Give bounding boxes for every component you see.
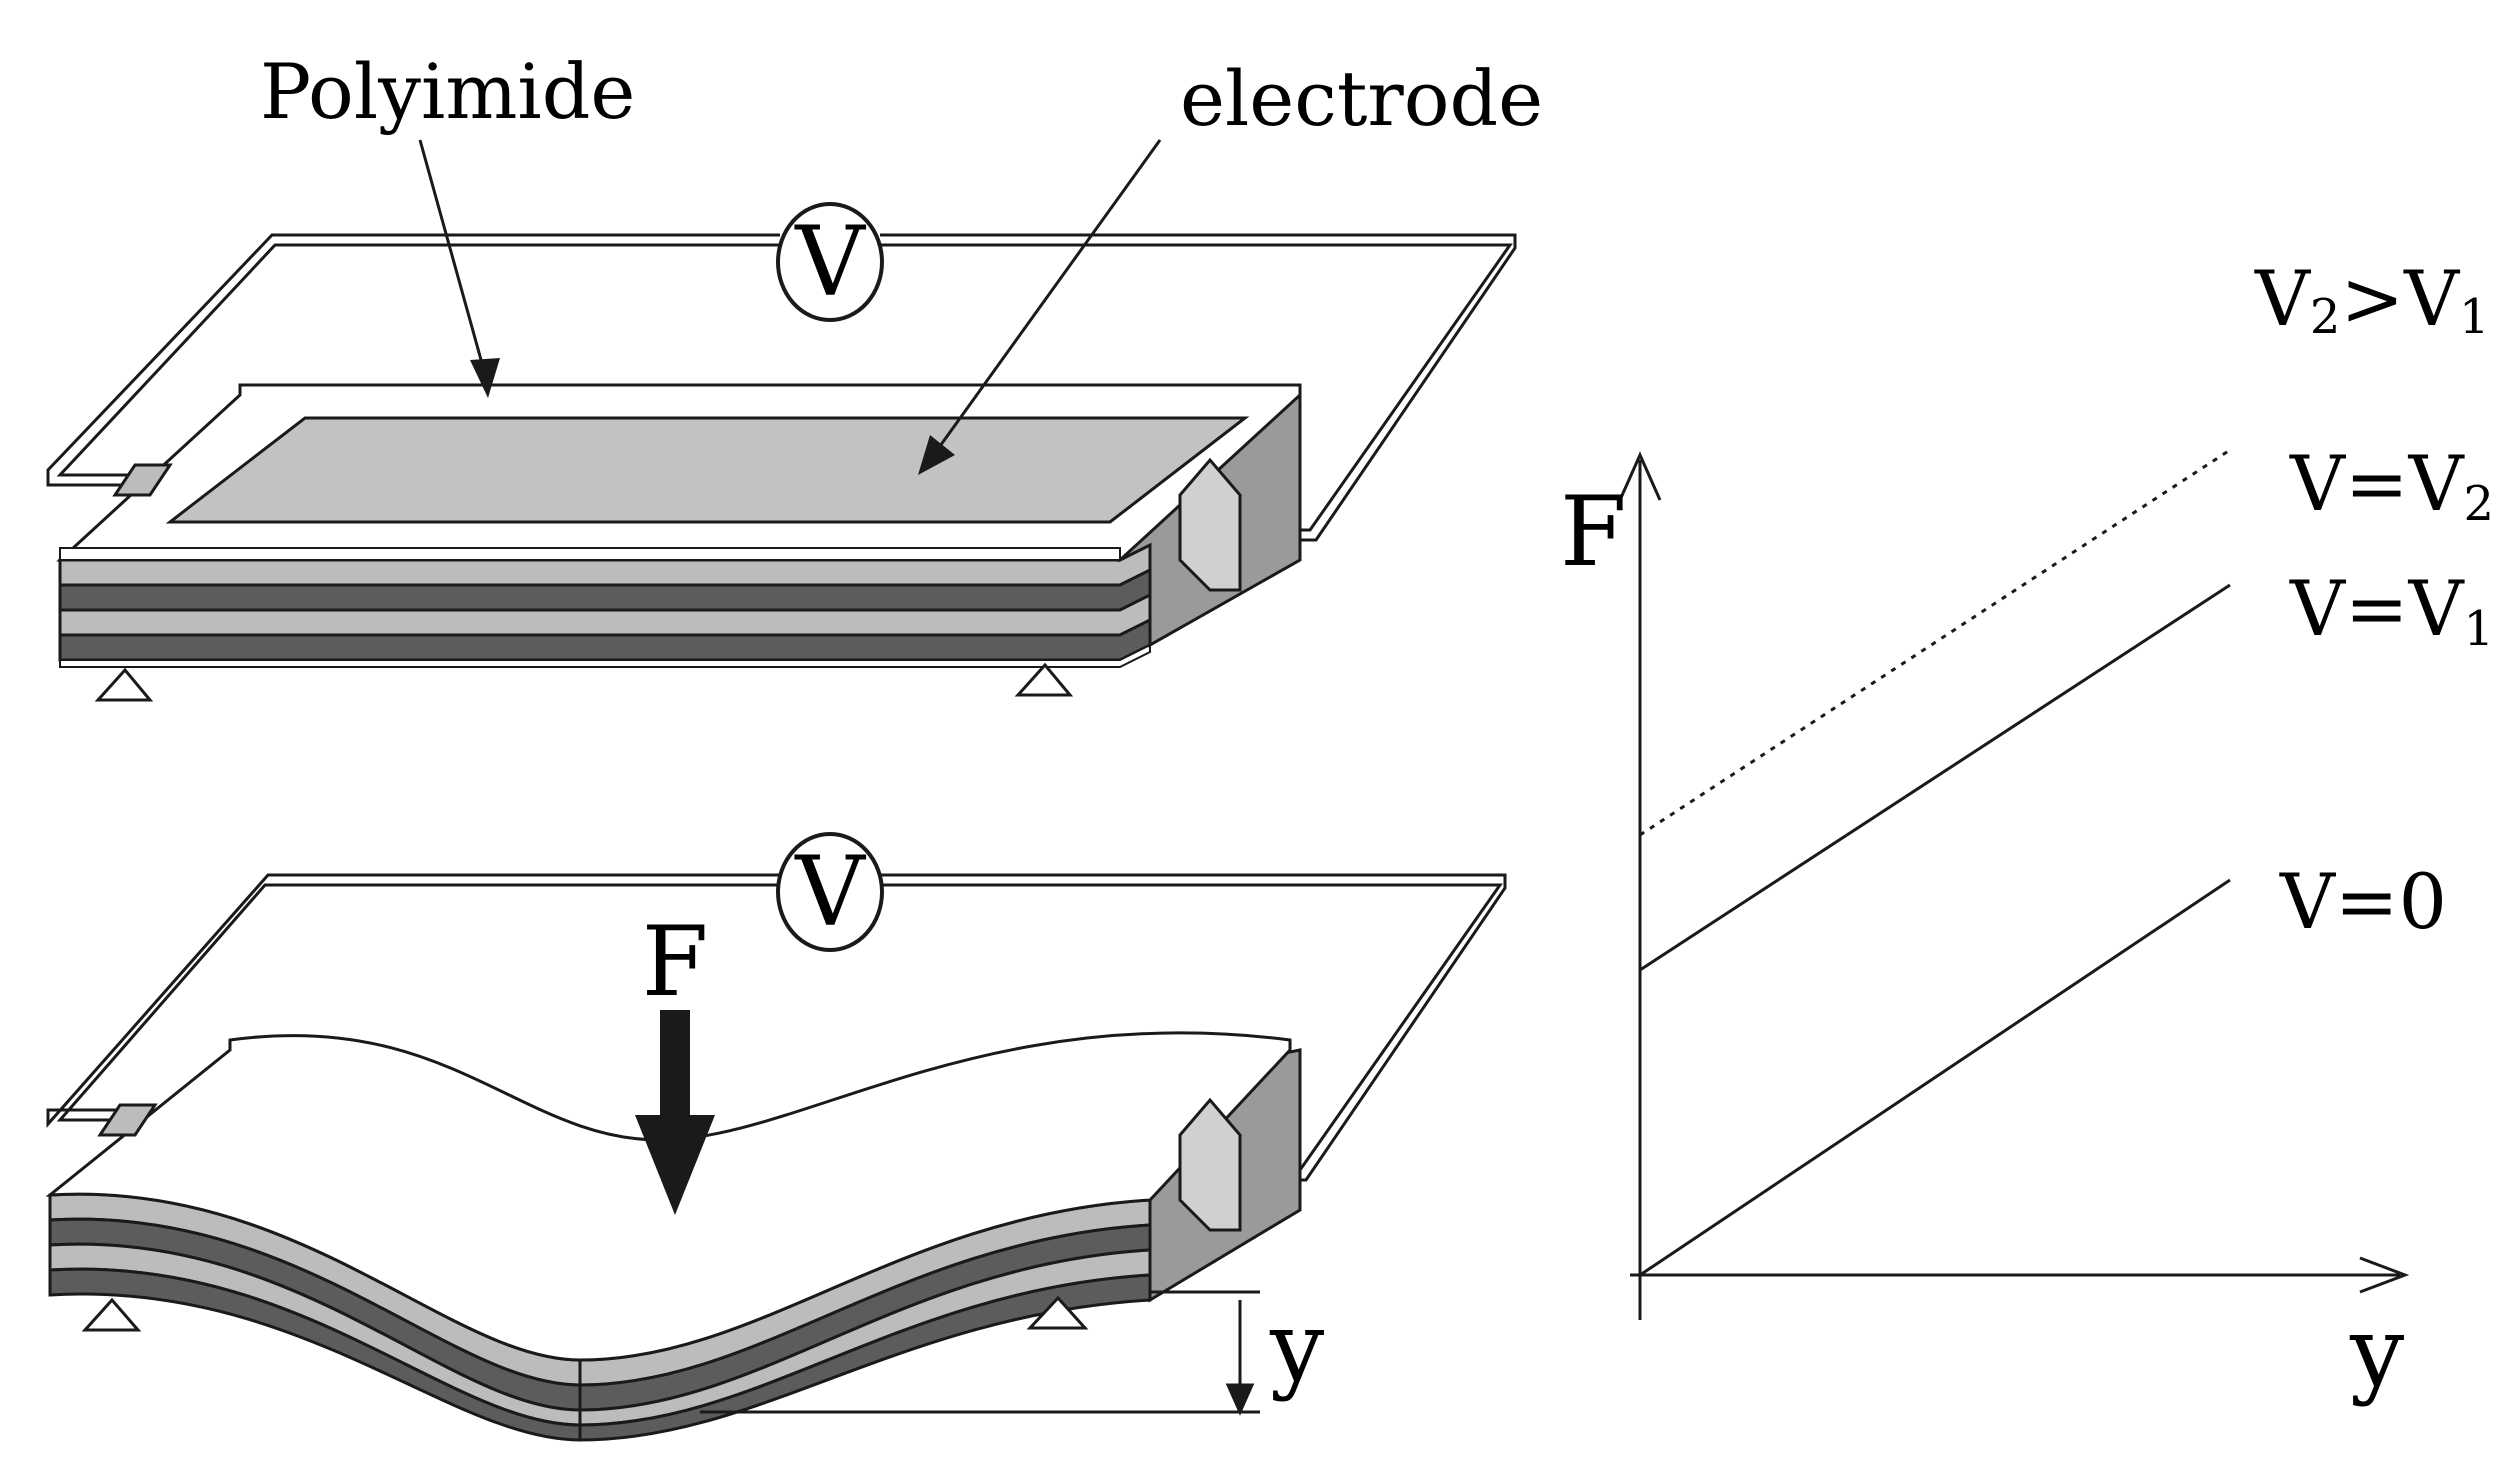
top-actuator: V xyxy=(46,202,1517,702)
graph-line-v1 xyxy=(1639,583,2231,972)
top-electrode xyxy=(165,416,1250,524)
force-arrow: F xyxy=(635,906,715,1215)
bottom-support-left xyxy=(81,1297,142,1332)
bottom-voltmeter: V xyxy=(776,832,884,952)
bottom-actuator: V F y xyxy=(45,832,1507,1442)
top-right-connector xyxy=(1178,457,1242,592)
graph-label-v0: V=0 xyxy=(2279,857,2447,946)
bottom-voltmeter-label: V xyxy=(794,836,866,948)
polyimide-label: Polyimide xyxy=(260,47,635,136)
bottom-right-connector xyxy=(1178,1097,1242,1232)
graph-relation: V2>V1 xyxy=(2254,254,2490,345)
force-label: F xyxy=(642,906,709,1018)
top-support-left xyxy=(94,667,154,702)
graph-x-label: y xyxy=(2349,1296,2404,1408)
bottom-support-right xyxy=(1026,1295,1089,1330)
top-support-right xyxy=(1014,662,1074,697)
polyimide-arrow xyxy=(418,139,490,386)
graph-label-v2: V=V2 xyxy=(2289,439,2494,532)
electrode-arrow xyxy=(928,139,1162,461)
graph-line-v2 xyxy=(1639,448,2231,837)
graph-y-label: F xyxy=(1560,476,1627,588)
top-layer-stack xyxy=(58,388,1302,668)
top-voltmeter: V xyxy=(776,202,884,322)
graph-line-v0 xyxy=(1639,878,2231,1277)
force-deflection-graph: F y V2>V1 V=V2 V=V1 V=0 xyxy=(1560,254,2494,1408)
bottom-left-connector xyxy=(97,1103,158,1137)
graph-label-v1: V=V1 xyxy=(2289,564,2494,657)
electrode-label: electrode xyxy=(1180,54,1543,143)
top-voltmeter-label: V xyxy=(794,206,866,318)
deflection-label: y xyxy=(1269,1291,1324,1403)
deflection-marker xyxy=(700,1290,1260,1416)
top-left-connector xyxy=(112,463,173,497)
